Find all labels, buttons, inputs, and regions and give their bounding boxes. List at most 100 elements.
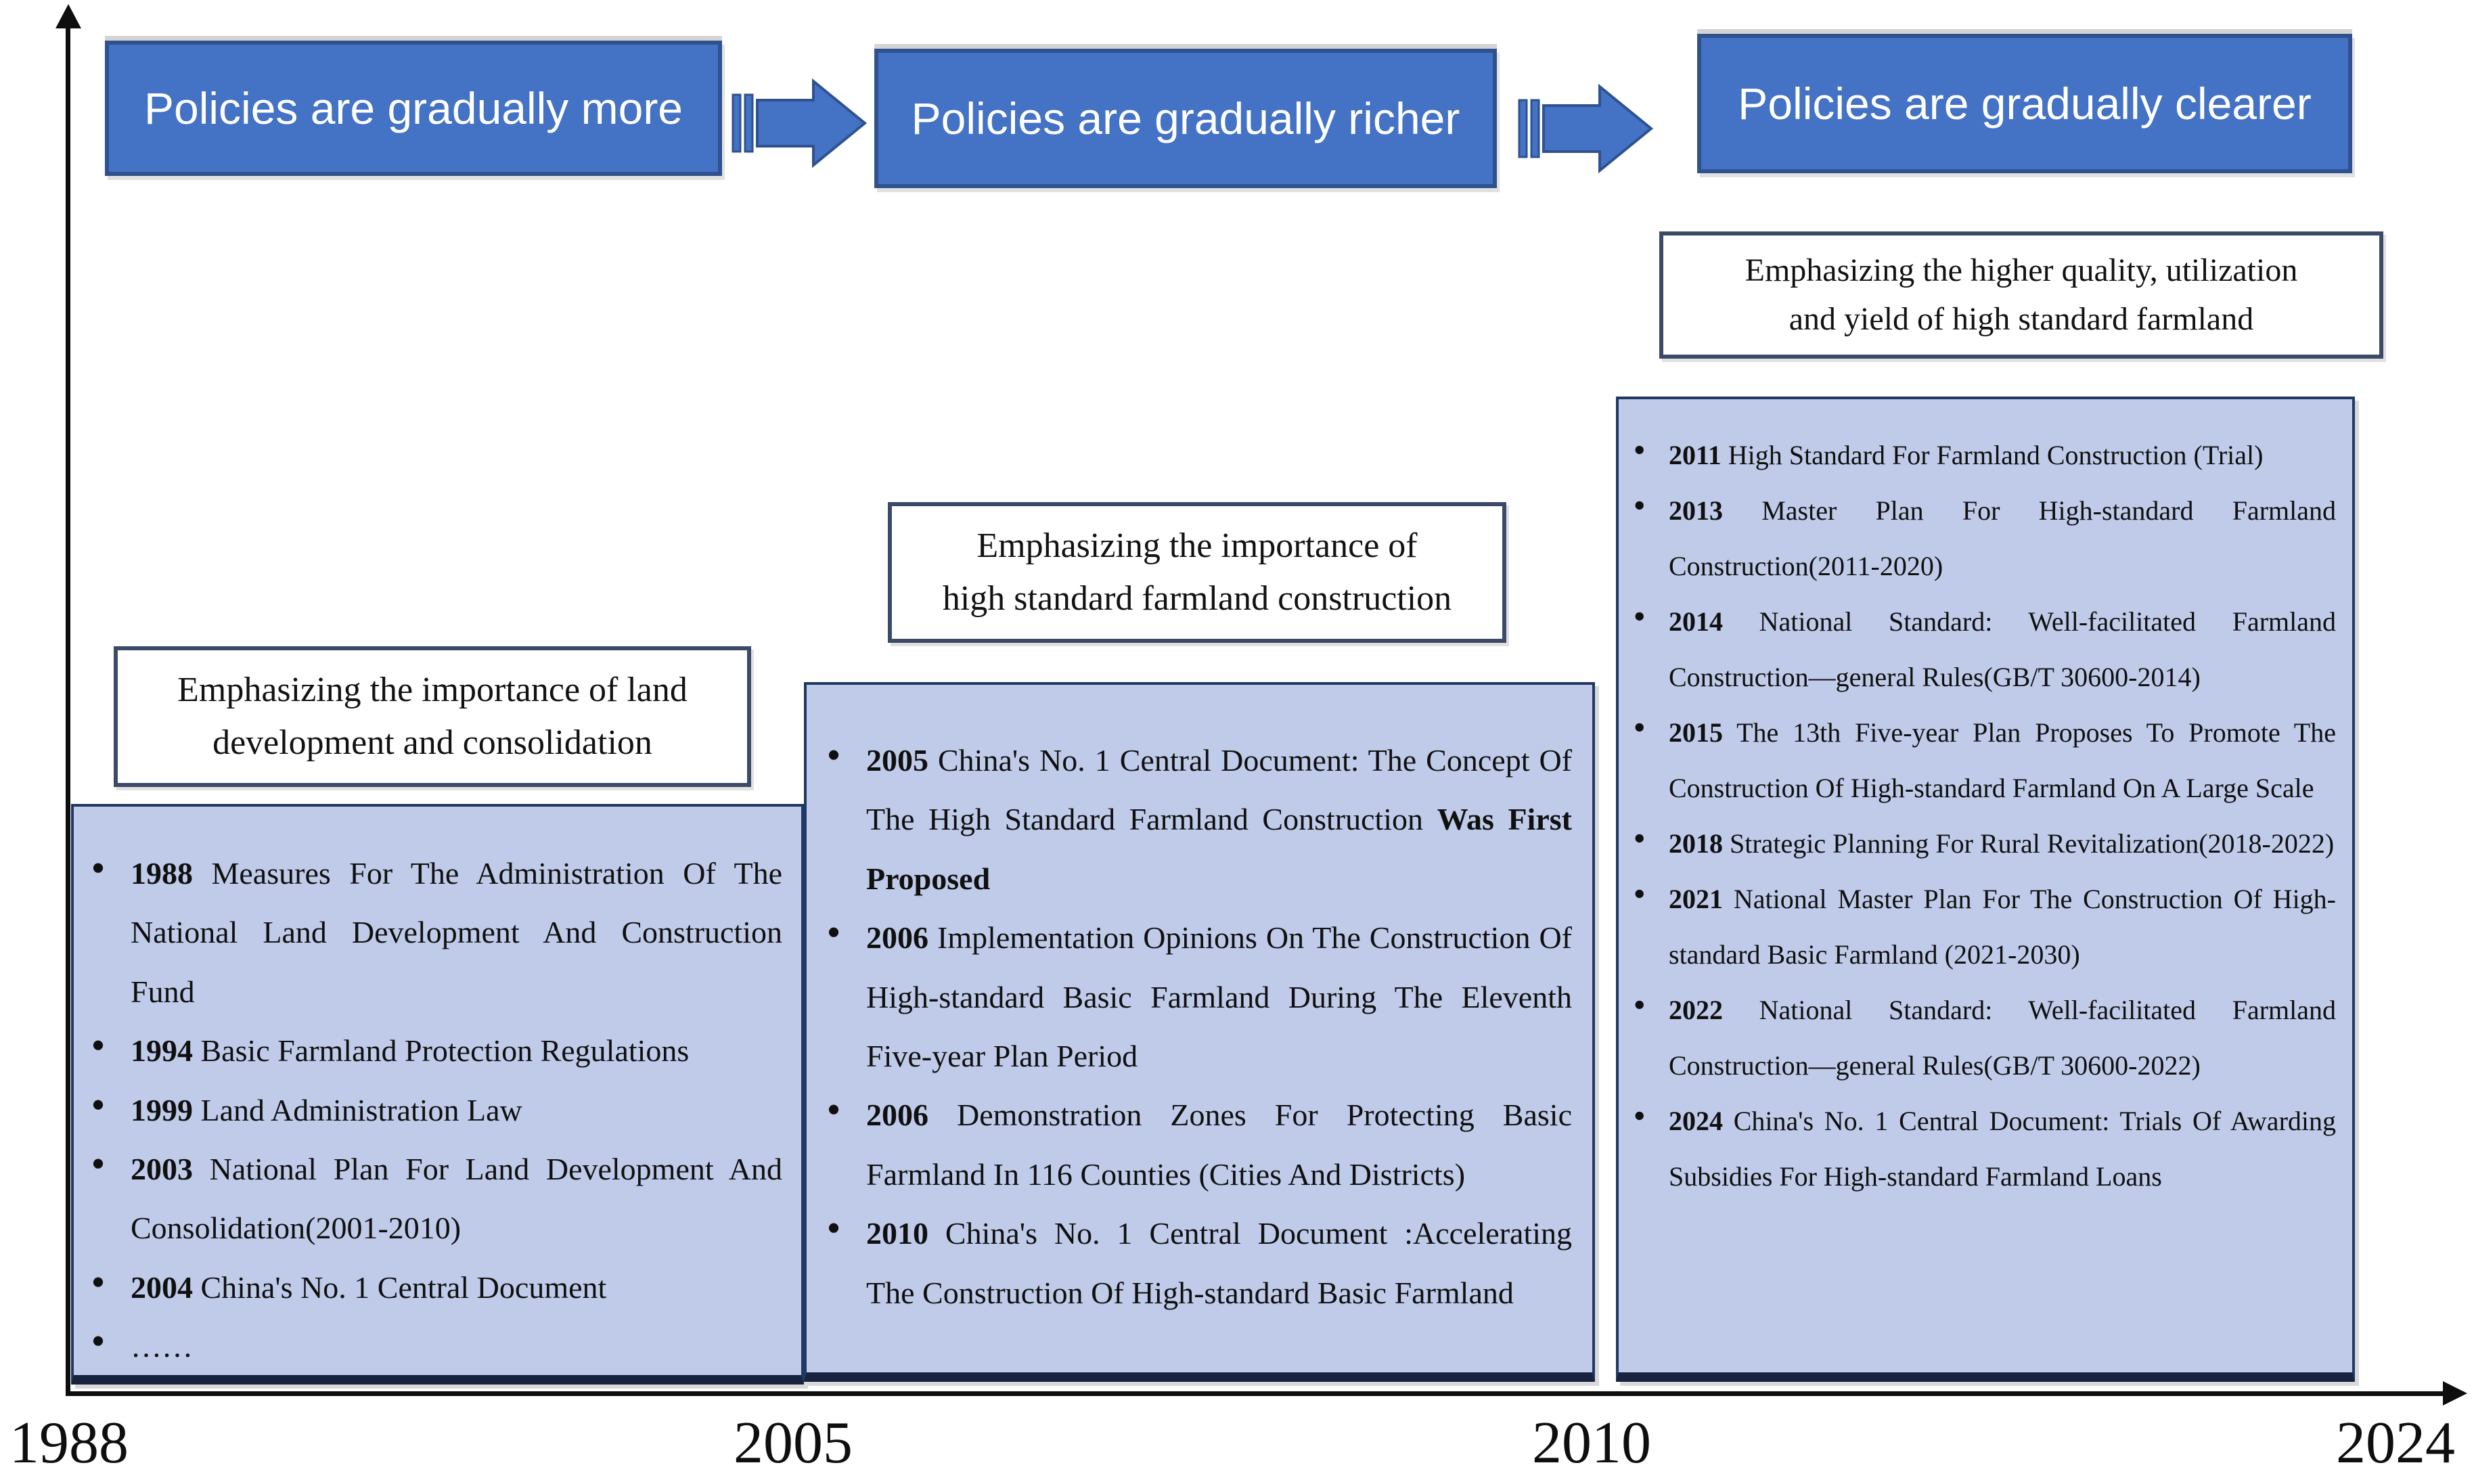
bullet-icon: ●: [1634, 882, 1646, 905]
timeline-item: ● 2021 National Master Plan For The Cons…: [1634, 872, 2336, 983]
phase-1-policy-panel: ● 1988 Measures For The Administration O…: [71, 804, 804, 1385]
bullet-icon: ●: [827, 919, 840, 945]
item-year: 2005: [866, 743, 928, 778]
item-body: China's No. 1 Central Document: Trials O…: [1669, 1106, 2336, 1192]
item-year: 2011: [1669, 440, 1722, 470]
item-body: China's No. 1 Central Document :Accelera…: [866, 1216, 1573, 1310]
bullet-icon: ●: [1634, 1104, 1646, 1127]
timeline-item: ● 2013 Master Plan For High-standard Far…: [1634, 483, 2336, 594]
timeline-item: ● 2004 China's No. 1 Central Document: [91, 1258, 782, 1317]
item-text: 2014 National Standard: Well-facilitated…: [1669, 594, 2336, 705]
bullet-icon: ●: [91, 1268, 105, 1294]
bullet-icon: ●: [91, 1328, 105, 1353]
item-year: 1999: [131, 1092, 193, 1127]
item-text: 2004 China's No. 1 Central Document: [131, 1258, 782, 1317]
y-axis-line: [66, 23, 70, 1394]
item-year: 2014: [1669, 606, 1723, 637]
timeline-item: ● 2006 Demonstration Zones For Protectin…: [827, 1085, 1572, 1204]
item-text: 2018 Strategic Planning For Rural Revita…: [1669, 816, 2336, 872]
phase-3-emphasis-box: Emphasizing the higher quality, utilizat…: [1659, 231, 2383, 359]
phase-1-emphasis-text: Emphasizing the importance of land devel…: [177, 671, 688, 762]
item-body: Measures For The Administration Of The N…: [131, 856, 782, 1009]
item-text: 1999 Land Administration Law: [131, 1081, 782, 1140]
timeline-item: ● 1999 Land Administration Law: [91, 1081, 782, 1140]
timeline-item: ● 1988 Measures For The Administration O…: [91, 844, 782, 1021]
timeline-item: ● 2024 China's No. 1 Central Document: T…: [1634, 1094, 2336, 1205]
bullet-icon: ●: [827, 1096, 840, 1122]
bullet-icon: ●: [91, 854, 105, 880]
item-body: Master Plan For High-standard Farmland C…: [1669, 495, 2337, 581]
item-year: 2010: [866, 1216, 928, 1251]
phase-2-header: Policies are gradually richer: [874, 49, 1497, 188]
x-axis-label-2010: 2010: [1532, 1410, 1651, 1476]
phase-3-header: Policies are gradually clearer: [1697, 34, 2352, 173]
bullet-icon: ●: [91, 1091, 105, 1117]
item-text: 2006 Implementation Opinions On The Cons…: [866, 908, 1572, 1085]
item-body: National Standard: Well-facilitated Farm…: [1669, 995, 2336, 1081]
x-axis-line: [66, 1391, 2449, 1396]
x-axis-arrowhead-icon: [2443, 1381, 2467, 1406]
phase-3-policy-panel: ● 2011 High Standard For Farmland Constr…: [1616, 397, 2355, 1382]
phase-2-header-label: Policies are gradually richer: [911, 93, 1460, 143]
timeline-item: ● 1994 Basic Farmland Protection Regulat…: [91, 1021, 782, 1080]
item-body: China's No. 1 Central Document: [200, 1269, 607, 1305]
item-body: The 13th Five-year Plan Proposes To Prom…: [1669, 717, 2336, 803]
y-axis-arrowhead-icon: [55, 4, 81, 28]
item-body: Land Administration Law: [200, 1092, 522, 1127]
bullet-icon: ●: [1634, 494, 1646, 516]
x-axis-label-1988: 1988: [9, 1410, 129, 1476]
timeline-item: ● 2015 The 13th Five-year Plan Proposes …: [1634, 705, 2336, 816]
item-year: 1994: [131, 1033, 193, 1069]
timeline-item: ● 2005 China's No. 1 Central Document: T…: [827, 731, 1572, 908]
item-bold-text: Was First Proposed: [866, 802, 1572, 896]
timeline-item: ● 2006 Implementation Opinions On The Co…: [827, 908, 1572, 1085]
item-body: High Standard For Farmland Construction …: [1728, 440, 2264, 470]
item-text: 2003 National Plan For Land Development …: [131, 1140, 782, 1258]
timeline-item: ● 2010 China's No. 1 Central Document :A…: [827, 1204, 1572, 1322]
item-text: 1988 Measures For The Administration Of …: [131, 844, 782, 1021]
item-text: 2022 National Standard: Well-facilitated…: [1669, 983, 2336, 1094]
item-body: Strategic Planning For Rural Revitalizat…: [1730, 828, 2335, 859]
item-body: Implementation Opinions On The Construct…: [866, 920, 1572, 1073]
item-year: 2024: [1669, 1106, 1723, 1136]
flow-arrow-icon: [1518, 83, 1654, 174]
x-axis-label-2005: 2005: [734, 1410, 853, 1476]
timeline-item: ● 2014 National Standard: Well-facilitat…: [1634, 594, 2336, 705]
bullet-icon: ●: [827, 1215, 840, 1240]
phase-1-header-label: Policies are gradually more: [143, 83, 683, 133]
item-text: 2024 China's No. 1 Central Document: Tri…: [1669, 1094, 2336, 1205]
bullet-icon: ●: [91, 1150, 105, 1175]
item-text: 2010 China's No. 1 Central Document :Acc…: [866, 1204, 1572, 1322]
timeline-item: ● ……: [91, 1317, 782, 1376]
bullet-icon: ●: [91, 1032, 105, 1058]
timeline-item: ● 2018 Strategic Planning For Rural Revi…: [1634, 816, 2336, 872]
item-body: ……: [131, 1329, 193, 1364]
bullet-icon: ●: [1634, 716, 1646, 738]
item-text: 2011 High Standard For Farmland Construc…: [1669, 428, 2336, 483]
item-year: 2015: [1669, 717, 1723, 748]
item-year: 2022: [1669, 995, 1723, 1025]
item-body: China's No. 1 Central Document: The Conc…: [866, 743, 1572, 837]
bullet-icon: ●: [1634, 605, 1646, 627]
item-text: 2021 National Master Plan For The Constr…: [1669, 872, 2336, 983]
item-body: Basic Farmland Protection Regulations: [200, 1033, 690, 1069]
item-text: ……: [131, 1317, 782, 1376]
item-text: 2006 Demonstration Zones For Protecting …: [866, 1085, 1572, 1204]
timeline-item: ● 2011 High Standard For Farmland Constr…: [1634, 428, 2336, 483]
item-year: 2006: [866, 1098, 928, 1133]
phase-2-emphasis-box: Emphasizing the importance of high stand…: [888, 502, 1506, 643]
phase-1-emphasis-box: Emphasizing the importance of land devel…: [114, 646, 751, 787]
timeline-item: ● 2003 National Plan For Land Developmen…: [91, 1140, 782, 1258]
item-year: 2004: [131, 1269, 193, 1305]
phase-3-header-label: Policies are gradually clearer: [1738, 78, 2312, 129]
item-year: 1988: [131, 856, 193, 891]
item-text: 1994 Basic Farmland Protection Regulatio…: [131, 1021, 782, 1080]
item-body: National Master Plan For The Constructio…: [1669, 884, 2337, 970]
item-body: National Plan For Land Development And C…: [131, 1151, 782, 1246]
item-body: Demonstration Zones For Protecting Basic…: [866, 1098, 1572, 1192]
item-year: 2018: [1669, 828, 1723, 859]
item-year: 2021: [1669, 884, 1723, 914]
phase-1-header: Policies are gradually more: [105, 41, 722, 176]
phase-2-emphasis-text: Emphasizing the importance of high stand…: [942, 526, 1452, 618]
timeline-item: ● 2022 National Standard: Well-facilitat…: [1634, 983, 2336, 1094]
